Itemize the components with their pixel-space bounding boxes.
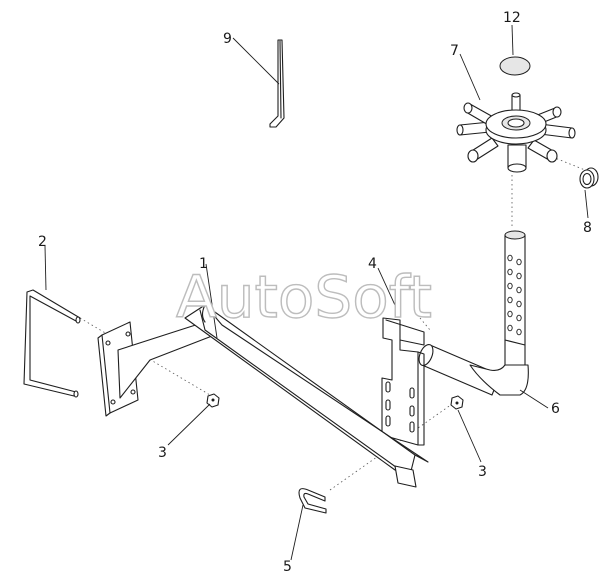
part-7-distributor xyxy=(456,92,576,173)
callout-3-right: 3 xyxy=(478,464,487,480)
callout-7: 7 xyxy=(450,43,459,59)
assembly-axes xyxy=(79,151,586,491)
watermark-text: AutoSoft xyxy=(176,263,432,331)
callout-5: 5 xyxy=(283,559,292,575)
callout-6: 6 xyxy=(551,401,560,417)
part-4-bracket xyxy=(381,317,425,446)
part-12-cap xyxy=(499,56,531,76)
callout-1: 1 xyxy=(199,256,208,272)
leader-lines xyxy=(44,24,589,561)
callout-9: 9 xyxy=(223,31,232,47)
part-6-perforated-pipe xyxy=(418,230,529,396)
callout-numbers: 1 2 3 3 4 5 6 7 8 9 12 xyxy=(38,10,592,575)
part-5-u-bolt xyxy=(298,488,327,514)
callout-8: 8 xyxy=(583,220,592,236)
part-3-nut-left xyxy=(206,393,220,408)
part-3-nut-right xyxy=(450,395,464,410)
callout-12: 12 xyxy=(503,10,521,26)
part-2-u-rod xyxy=(23,289,81,398)
callout-2: 2 xyxy=(38,234,47,250)
part-9-rod xyxy=(269,39,285,128)
callout-4: 4 xyxy=(368,256,377,272)
callout-3-left: 3 xyxy=(158,445,167,461)
part-8-ring xyxy=(579,167,599,189)
part-1-frame xyxy=(97,304,429,488)
